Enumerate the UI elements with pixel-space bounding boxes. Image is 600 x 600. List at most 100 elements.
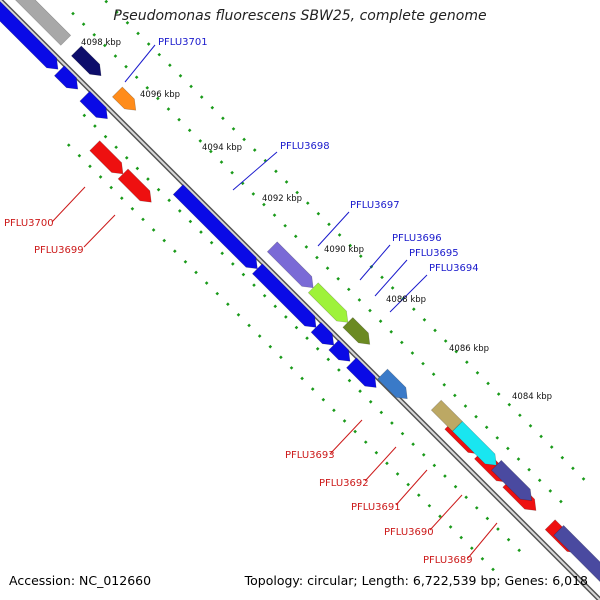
tick-dot — [242, 137, 246, 142]
tick-dot — [517, 548, 521, 553]
genome-stats-text: Topology: circular; Length: 6,722,539 bp… — [244, 573, 588, 588]
gene-navy-a — [70, 45, 102, 77]
tick-dot — [378, 319, 383, 324]
leader-forward — [124, 44, 156, 83]
tick-dot — [448, 525, 453, 529]
tick-dot — [124, 156, 129, 160]
tick-dot — [146, 42, 151, 46]
tick-dot — [516, 457, 521, 461]
tick-dot — [559, 499, 563, 504]
gene-olive — [342, 317, 371, 345]
tick-dot — [92, 33, 97, 37]
tick-dot — [528, 424, 533, 428]
tick-dot — [125, 21, 130, 25]
tick-dot — [294, 325, 299, 330]
tick-label-4096: 4096 kbp — [140, 90, 180, 100]
leader-forward — [359, 244, 391, 281]
tick-dot — [506, 446, 510, 451]
tick-dot — [438, 514, 442, 519]
tick-dot — [284, 180, 289, 184]
gene-label-pflu3691[interactable]: PFLU3691 — [351, 502, 401, 513]
tick-dot — [395, 472, 400, 476]
leader-reverse — [51, 186, 86, 223]
tick-dot — [124, 64, 128, 69]
gene-label-pflu3690[interactable]: PFLU3690 — [384, 527, 434, 538]
tick-dot — [484, 425, 489, 430]
gene-labels: PFLU3701 PFLU3698 PFLU3697 PFLU3696 PFLU… — [4, 37, 479, 566]
tick-dot — [443, 339, 448, 343]
tick-dot — [348, 243, 352, 248]
tick-dot — [433, 328, 437, 333]
gene-label-pflu3696[interactable]: PFLU3696 — [392, 233, 442, 244]
gene-label-pflu3699[interactable]: PFLU3699 — [34, 245, 84, 256]
tick-label-4094: 4094 kbp — [202, 143, 242, 153]
tick-dot — [226, 302, 230, 307]
gene-label-pflu3692[interactable]: PFLU3692 — [319, 478, 369, 489]
gene-steel — [377, 368, 408, 400]
tick-dot — [342, 419, 347, 423]
gene-label-pflu3700[interactable]: PFLU3700 — [4, 218, 54, 229]
tick-dot — [549, 445, 554, 449]
leader-forward — [232, 151, 278, 191]
tick-dot — [464, 495, 468, 500]
gene-label-pflu3701[interactable]: PFLU3701 — [158, 37, 208, 48]
gene-label-pflu3693[interactable]: PFLU3693 — [285, 450, 335, 461]
tick-dot — [581, 477, 586, 481]
tick-label-4098: 4098 kbp — [81, 38, 121, 48]
tick-dot — [454, 349, 459, 354]
tick-dot — [104, 0, 109, 4]
gene-blue-b — [53, 65, 79, 90]
tick-dot — [262, 293, 267, 298]
tick-dot — [310, 387, 315, 391]
tick-dot — [507, 402, 512, 407]
tick-dot — [368, 308, 372, 313]
tick-dot — [289, 366, 294, 370]
tick-dot — [518, 413, 522, 418]
tick-dot — [156, 96, 160, 101]
accession-text: Accession: NC_012660 — [9, 573, 152, 588]
tick-label-4088: 4088 kbp — [386, 295, 426, 305]
tick-dot — [241, 272, 246, 277]
gene-slate-b — [553, 524, 600, 583]
tick-dot — [305, 336, 309, 340]
gene-label-pflu3697[interactable]: PFLU3697 — [350, 200, 400, 211]
gene-label-pflu3698[interactable]: PFLU3698 — [280, 141, 330, 152]
tick-dot — [145, 86, 150, 90]
gene-label-pflu3689[interactable]: PFLU3689 — [423, 555, 473, 566]
tick-dot — [251, 192, 256, 196]
tick-dot — [332, 408, 336, 413]
gene-label-pflu3695[interactable]: PFLU3695 — [409, 248, 459, 259]
tick-dot — [480, 556, 485, 561]
gene-grey — [15, 0, 72, 46]
tick-dot — [210, 105, 215, 110]
tick-dot — [157, 52, 162, 57]
tick-dot — [443, 474, 447, 478]
tick-dot — [167, 198, 171, 203]
gene-blue-c — [79, 90, 108, 120]
tick-dot — [496, 527, 500, 531]
tick-dot — [177, 209, 182, 213]
gene-cyan — [452, 420, 497, 466]
tick-dot — [113, 54, 118, 58]
tick-dot — [66, 143, 71, 147]
tick-dot — [166, 107, 171, 111]
tick-dot — [421, 361, 425, 366]
tick-dot — [380, 275, 384, 280]
tick-label-4084: 4084 kbp — [512, 392, 552, 402]
tick-dot — [337, 233, 342, 237]
tick-dot — [336, 276, 340, 281]
tick-dot — [274, 169, 278, 174]
gene-label-pflu3694[interactable]: PFLU3694 — [429, 263, 479, 274]
tick-dot — [465, 360, 469, 365]
gene-purple — [266, 241, 314, 289]
gene-red-e — [89, 140, 124, 175]
tick-dot — [103, 134, 108, 139]
leader-reverse — [395, 469, 428, 506]
tick-dot — [327, 222, 331, 227]
tick-dot — [199, 230, 203, 234]
tick-dot — [571, 466, 575, 471]
tick-dot — [316, 211, 321, 216]
tick-dot — [358, 254, 363, 258]
tick-dot — [220, 251, 225, 256]
